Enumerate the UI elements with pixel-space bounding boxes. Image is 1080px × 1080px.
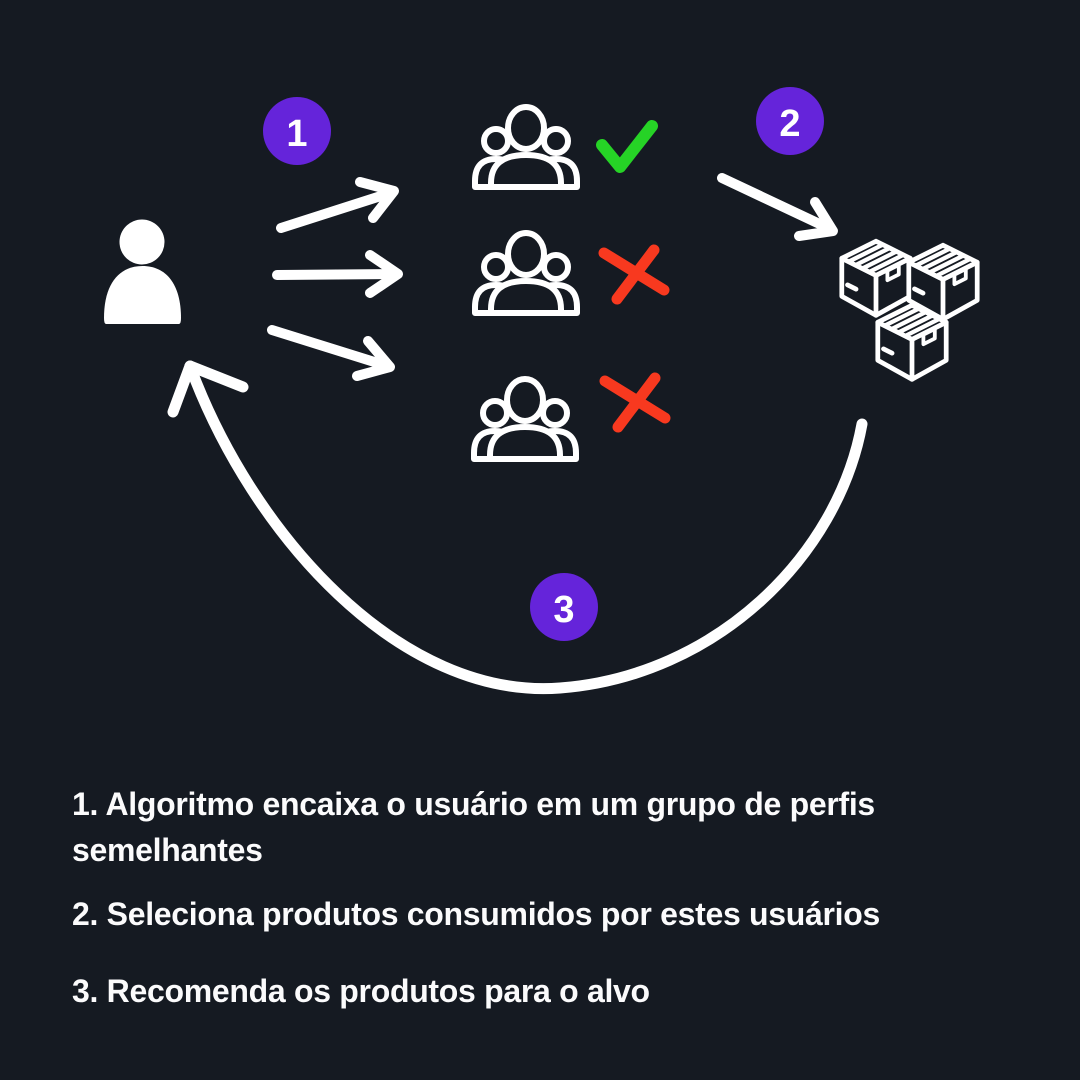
users-group-icon (475, 233, 577, 313)
users-group-icon (475, 107, 577, 187)
step-badge-1: 1 (263, 97, 331, 165)
boxes-icon (842, 241, 977, 379)
badge-circle (756, 87, 824, 155)
step-text-3: 3. Recomenda os produtos para o alvo (72, 973, 650, 1009)
badge-circle (530, 573, 598, 641)
badge-circle (263, 97, 331, 165)
step-badge-3: 3 (530, 573, 598, 641)
arrow-icon (276, 177, 399, 233)
cross-icon (605, 378, 665, 427)
step-text-1: 1. Algoritmo encaixa o usuário em um gru… (72, 786, 875, 868)
fan-arrows (267, 177, 403, 381)
badge-label: 2 (779, 103, 800, 145)
arrow-icon (717, 173, 838, 241)
badge-label: 1 (286, 113, 307, 155)
check-icon (596, 120, 658, 173)
badge-label: 3 (553, 589, 574, 631)
step-badge-2: 2 (756, 87, 824, 155)
diagram-svg: 1 2 3 (104, 87, 1080, 695)
arrow-icon (272, 250, 403, 298)
cross-icon (604, 250, 664, 299)
step-text-2: 2. Seleciona produtos consumidos por est… (72, 896, 881, 932)
user-icon (104, 219, 181, 324)
arrow-icon (267, 325, 395, 381)
users-group-icon (474, 379, 576, 459)
curved-return-arrow-icon (167, 360, 868, 695)
